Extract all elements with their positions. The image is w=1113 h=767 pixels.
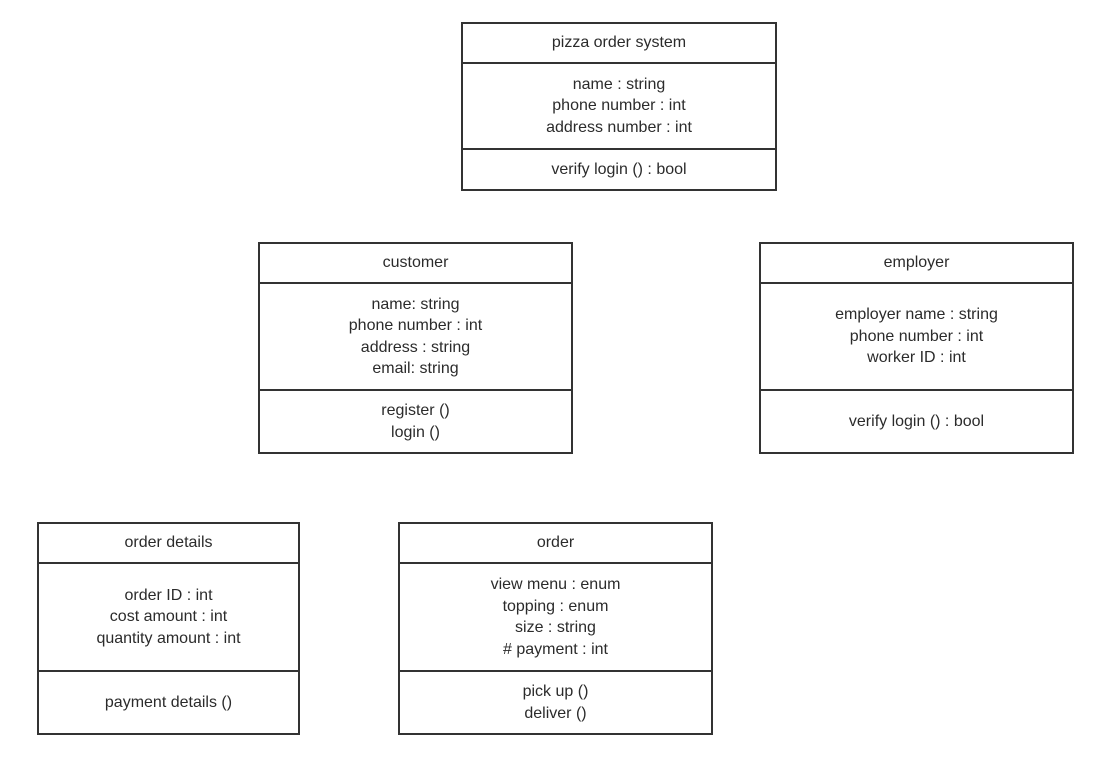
method: login () xyxy=(391,423,440,441)
methods-section: verify login () : bool xyxy=(761,389,1072,452)
attribute: cost amount : int xyxy=(109,608,228,626)
method: pick up () xyxy=(522,683,589,700)
attributes-section: order ID : int cost amount : int quantit… xyxy=(39,562,298,670)
method: deliver () xyxy=(524,704,587,722)
class-pizza-order-system[interactable]: pizza order system name : string phone n… xyxy=(461,22,777,191)
attribute: view menu : enum xyxy=(490,576,621,593)
attribute: size : string xyxy=(515,619,596,636)
attributes-section: employer name : string phone number : in… xyxy=(761,282,1072,389)
attributes-section: name: string phone number : int address … xyxy=(260,282,571,389)
methods-section: payment details () xyxy=(39,670,298,733)
attribute: name : string xyxy=(572,75,666,93)
attribute: phone number : int xyxy=(552,97,686,115)
method: payment details () xyxy=(104,693,233,711)
class-name: pizza order system xyxy=(551,34,687,52)
attributes-section: view menu : enum topping : enum size : s… xyxy=(400,562,711,670)
attribute: address number : int xyxy=(546,118,692,136)
class-name-section: employer xyxy=(761,244,1072,282)
attribute: email: string xyxy=(372,360,459,377)
method: verify login () : bool xyxy=(848,412,985,430)
attribute: name: string xyxy=(371,295,460,313)
methods-section: verify login () : bool xyxy=(463,148,775,189)
class-name: order details xyxy=(124,534,213,552)
methods-section: register () login () xyxy=(260,389,571,452)
class-order-details[interactable]: order details order ID : int cost amount… xyxy=(37,522,300,735)
class-name: customer xyxy=(382,254,449,272)
attribute: employer name : string xyxy=(835,306,998,324)
class-name-section: order xyxy=(400,524,711,562)
attribute: # payment : int xyxy=(503,640,608,658)
method: register () xyxy=(381,402,450,419)
class-customer[interactable]: customer name: string phone number : int… xyxy=(258,242,573,454)
attributes-section: name : string phone number : int address… xyxy=(463,62,775,148)
class-name-section: customer xyxy=(260,244,571,282)
attribute: topping : enum xyxy=(502,597,609,615)
attribute: phone number : int xyxy=(849,327,984,345)
attribute: worker ID : int xyxy=(867,349,966,367)
methods-section: pick up () deliver () xyxy=(400,670,711,733)
attribute: address : string xyxy=(360,338,471,356)
class-order[interactable]: order view menu : enum topping : enum si… xyxy=(398,522,713,735)
attribute: quantity amount : int xyxy=(96,629,241,647)
attribute: order ID : int xyxy=(124,586,213,604)
class-name: order xyxy=(536,534,575,552)
class-name: employer xyxy=(883,254,950,272)
class-name-section: pizza order system xyxy=(463,24,775,62)
class-employer[interactable]: employer employer name : string phone nu… xyxy=(759,242,1074,454)
attribute: phone number : int xyxy=(348,317,483,334)
class-name-section: order details xyxy=(39,524,298,562)
method: verify login () : bool xyxy=(551,160,687,178)
